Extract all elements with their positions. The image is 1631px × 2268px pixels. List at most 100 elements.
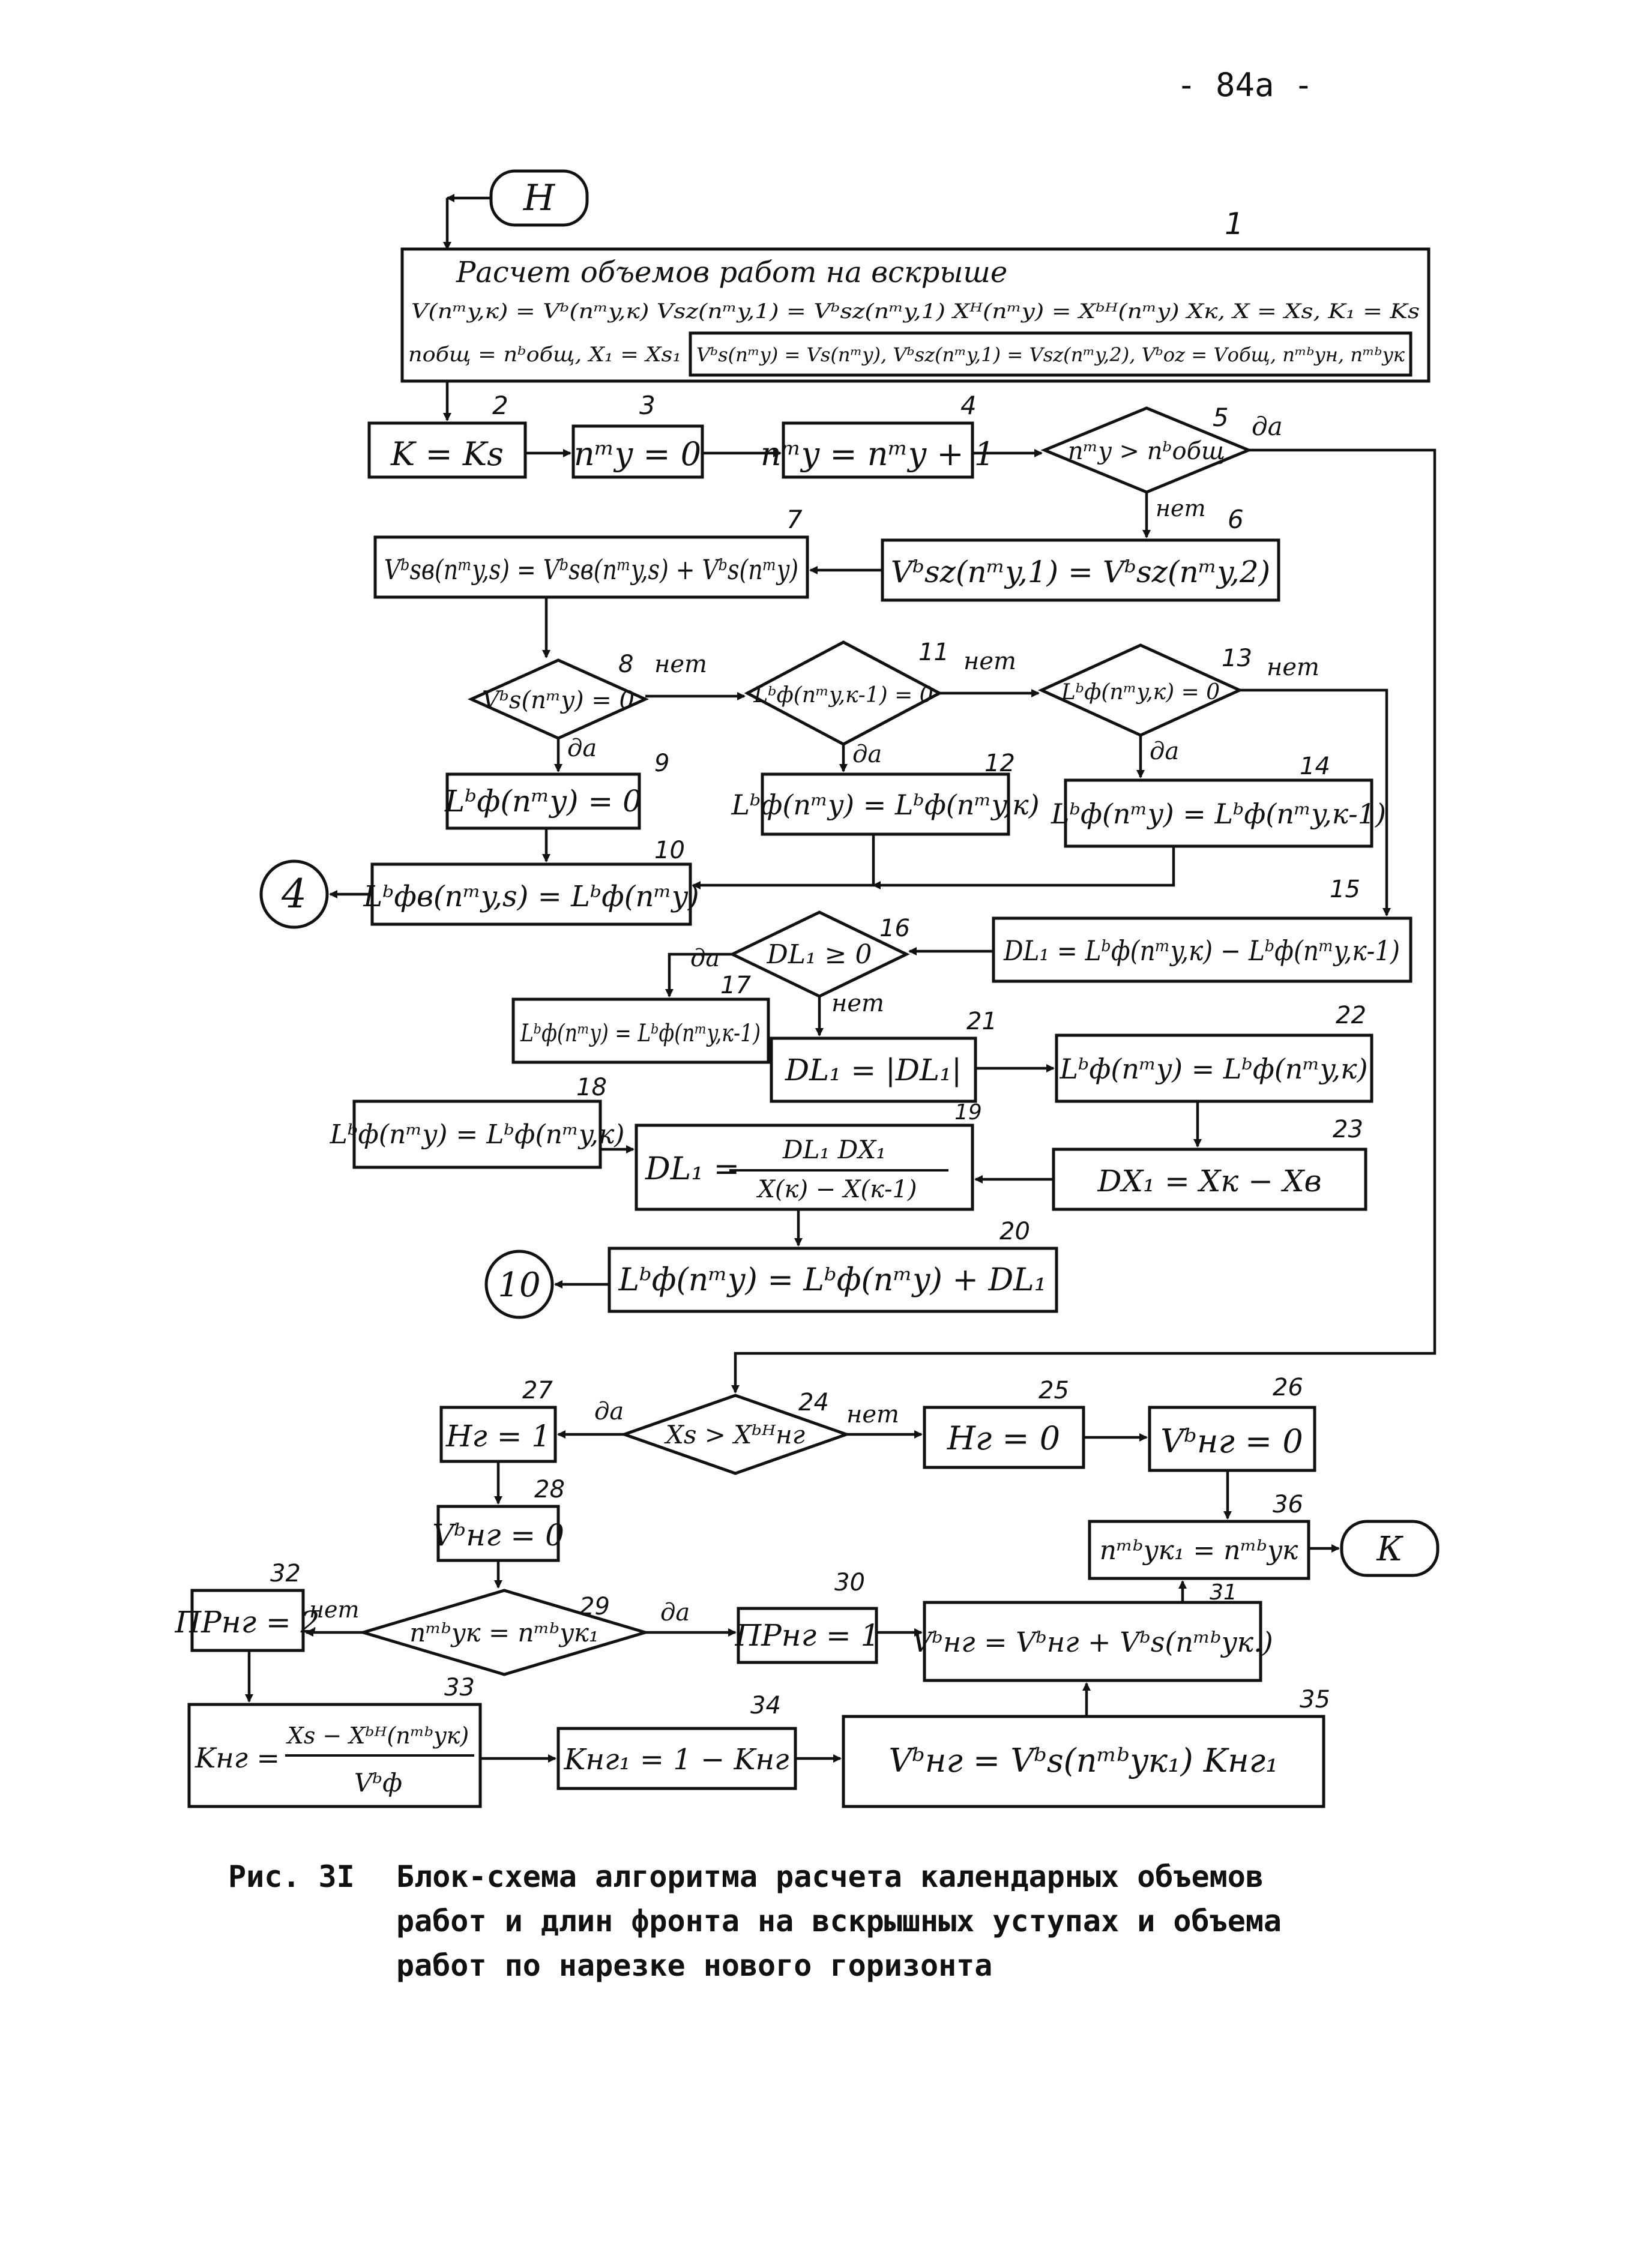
edge-label-8-no: нет [654,651,707,678]
edge-label-16-no: нет [831,990,884,1017]
block-35-text: Vᵇнг = Vᵇs(nᵐᵇyк₁) Kнг₁ [888,1742,1278,1779]
block-30-number: 30 [834,1569,865,1596]
block-33 [187,1703,482,1808]
block-7 [373,535,809,599]
block-30-text: ПРнг = 1 [735,1618,880,1653]
block-28-number: 28 [534,1476,565,1503]
block-22 [1055,1033,1373,1103]
block-36-number: 36 [1273,1491,1303,1518]
block-19-numerator: DL₁ DX₁ [782,1135,886,1164]
block-15-text: DL₁ = Lᵇф(nᵐy,к) − Lᵇф(nᵐy,к-1) [1003,934,1400,967]
edge-label-5-no: нет [1156,495,1206,522]
connector-4-label: 4 [281,871,307,917]
block-2-number: 2 [492,391,508,420]
block-4 [782,421,974,479]
block-2 [367,421,527,479]
edge-label-11-yes: да [852,741,882,768]
edge-label-5-yes: да [1252,412,1283,441]
block-1-title: Расчет объемов работ на вскрыше [456,256,1007,289]
edge-label-29-no: нет [309,1596,360,1623]
block-5-text: nᵐy > nᵇобщ [1068,438,1225,465]
edge-label-13-no: нет [1267,654,1319,681]
block-21-number: 21 [966,1008,997,1035]
block-3-number: 3 [639,391,656,420]
block-9-number: 9 [654,750,669,777]
block-4-text: nᵐy = nᵐy + 1 [761,435,995,473]
connector-10 [484,1250,554,1319]
block-1-number: 1 [1225,206,1244,241]
edge-label-24-no: нет [846,1401,899,1428]
block-15 [992,916,1412,983]
block-25-number: 25 [1039,1377,1069,1404]
block-6-number: 6 [1228,505,1244,534]
block-3-text: nᵐy = 0 [574,435,701,473]
block-24-number: 24 [798,1389,829,1416]
block-28-text: Vᵇнг = 0 [432,1518,564,1553]
block-7-text: Vᵇsв(nᵐy,s) = Vᵇsв(nᵐy,s) + Vᵇs(nᵐy) [384,553,798,586]
connector-k [1340,1520,1440,1577]
edge-label-8-yes: да [567,735,597,762]
block-9-text: Lᵇф(nᵐy) = 0 [444,784,642,819]
block-5-number: 5 [1213,403,1229,432]
block-15-number: 15 [1330,876,1360,903]
block-14-number: 14 [1300,753,1330,780]
edge-label-29-yes: да [660,1599,690,1626]
connector-10-label: 10 [498,1266,540,1305]
block-20 [607,1247,1058,1313]
edge-label-24-yes: да [594,1398,624,1425]
block-16-number: 16 [879,915,910,942]
block-19-number: 19 [954,1100,982,1125]
caption-label: Рис. 3I [228,1859,355,1894]
block-31 [923,1601,1262,1682]
block-23-number: 23 [1333,1116,1363,1143]
block-36-text: nᵐᵇyк₁ = nᵐᵇyк [1100,1535,1298,1566]
block-19-lhs: DL₁ = [645,1151,740,1187]
caption-text: Блок-схема алгоритма расчета календарных… [396,1859,1282,1983]
block-20-text: Lᵇф(nᵐy) = Lᵇф(nᵐy) + DL₁ [618,1262,1046,1298]
block-8-decision [467,658,650,740]
edge-label-16-yes: да [690,945,720,972]
block-31-text: Vᵇнг = Vᵇнг + Vᵇs(nᵐᵇyк.) [912,1626,1273,1658]
block-1-line3b: Vᵇs(nᵐy) = Vs(nᵐy), Vᵇsz(nᵐy,1) = Vsz(nᵐ… [696,343,1405,366]
block-7-number: 7 [786,505,803,534]
block-30 [737,1607,878,1664]
block-33-number: 33 [444,1674,475,1701]
block-23-text: DX₁ = Xк − Xв [1097,1164,1321,1199]
block-27-number: 27 [522,1377,553,1404]
block-11-text: Lᵇф(nᵐy,к-1) = 0 [753,683,933,708]
block-32-number: 32 [270,1560,301,1587]
block-3 [571,424,704,479]
block-20-number: 20 [999,1218,1030,1245]
block-33-numerator: Xs − Xᵇᴴ(nᵐᵇyк) [286,1722,469,1749]
block-13-number: 13 [1222,645,1252,672]
block-1-inner [689,331,1412,377]
connector-4 [259,859,329,929]
block-12-number: 12 [984,750,1015,777]
block-21 [770,1036,977,1103]
start-label: Н [523,177,556,219]
block-17-number: 17 [720,972,751,999]
edge-label-13-yes: да [1150,738,1179,765]
block-1-line3a: nобщ = nᵇобщ, X₁ = Xs₁ [408,343,681,367]
block-8-number: 8 [618,651,633,678]
connector-k-label: К [1376,1530,1403,1569]
block-27-text: Hг = 1 [445,1419,550,1454]
block-11-number: 11 [918,639,949,666]
block-2-text: K = Ks [390,435,504,473]
block-12 [761,772,1010,836]
edge-label-11-no: нет [963,648,1016,675]
block-6-text: Vᵇsz(nᵐy,1) = Vᵇsz(nᵐy,2) [891,555,1270,589]
block-1 [400,247,1431,383]
block-34-number: 34 [750,1692,781,1719]
block-32-text: ПРнг = 2 [175,1605,320,1640]
block-31-number: 31 [1210,1580,1237,1605]
block-14-text: Lᵇф(nᵐy) = Lᵇф(nᵐy,к-1) [1051,798,1386,830]
block-9 [445,772,641,830]
block-24-text: Xs > Xᵇᴴнг [664,1420,805,1449]
block-16-text: DL₁ ≥ 0 [767,939,872,970]
block-36 [1088,1520,1310,1580]
block-4-number: 4 [960,391,977,420]
block-32 [190,1589,305,1652]
block-13-text: Lᵇф(nᵐy,к) = 0 [1061,680,1220,705]
